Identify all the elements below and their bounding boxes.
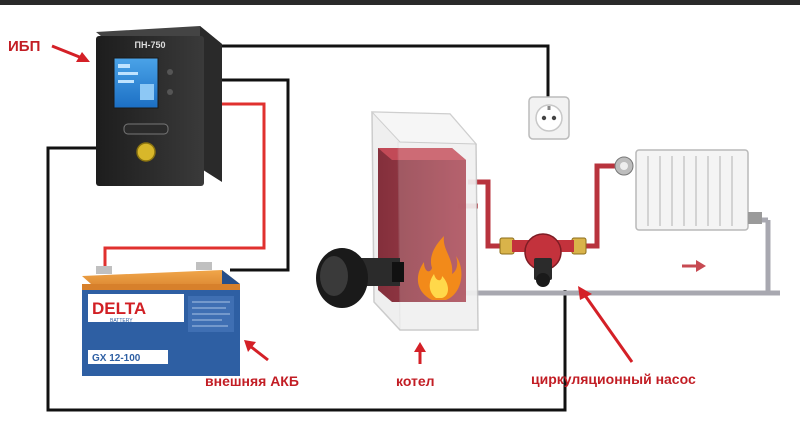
burner xyxy=(316,248,404,308)
circulation-pump xyxy=(499,233,587,287)
cable-ups-to-pump xyxy=(46,146,567,412)
boiler-unit xyxy=(370,111,479,331)
arrow-pump xyxy=(578,286,634,363)
battery-unit: DELTA BATTERY GX 12-100 xyxy=(82,262,240,376)
boiler-label: котел xyxy=(396,373,435,389)
cable-ups-right xyxy=(222,78,290,272)
cables xyxy=(46,44,567,412)
ups-model-text: ПН-750 xyxy=(135,40,166,50)
ups-unit: ПН-750 xyxy=(96,26,222,186)
arrow-boiler xyxy=(414,342,426,364)
battery-label: внешняя АКБ xyxy=(205,373,299,389)
arrow-battery xyxy=(244,340,269,362)
arrow-ups xyxy=(51,44,90,62)
top-bar xyxy=(0,0,800,5)
ups-label: ИБП xyxy=(8,38,41,55)
ups-power-button xyxy=(136,142,156,162)
radiator xyxy=(614,149,762,231)
flow-arrow-icon xyxy=(682,260,706,272)
cable-ups-to-socket xyxy=(222,44,550,98)
wall-socket-icon xyxy=(528,96,570,140)
pump-label: циркуляционный насос xyxy=(531,371,696,387)
battery-brand-text: DELTA xyxy=(92,299,146,318)
battery-model-text: GX 12-100 xyxy=(92,353,141,364)
flame-icon xyxy=(417,236,462,300)
callout-arrows xyxy=(51,44,634,364)
cable-ups-to-battery-red xyxy=(103,102,266,270)
battery-subbrand-text: BATTERY xyxy=(110,318,133,324)
